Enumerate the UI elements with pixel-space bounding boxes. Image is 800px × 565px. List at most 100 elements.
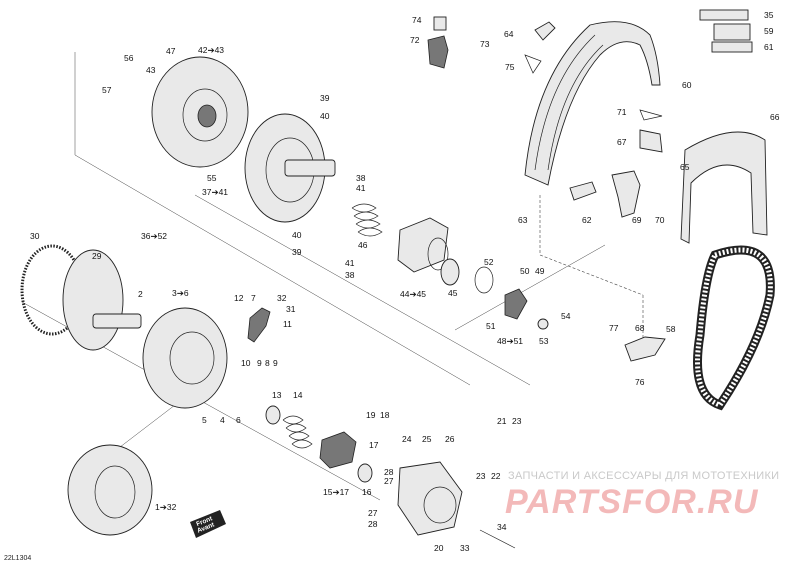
callout-c30: 30 — [30, 231, 40, 241]
callout-c70: 70 — [655, 215, 665, 225]
callout-c55: 55 — [207, 173, 217, 183]
spider-assembly — [142, 307, 228, 409]
callout-c38b: 38 — [345, 270, 355, 280]
callout-c44-45: 44➔45 — [400, 289, 426, 299]
callout-c36-52: 36➔52 — [141, 231, 167, 241]
callout-c72: 72 — [410, 35, 420, 45]
callout-c32a: 32 — [277, 293, 287, 303]
callout-c25: 25 — [422, 434, 432, 444]
callout-c45: 45 — [448, 288, 458, 298]
guard-bracket — [569, 109, 663, 218]
callout-c27a: 27 — [384, 476, 394, 486]
callout-c42-43: 42➔43 — [198, 45, 224, 55]
governor-cup — [319, 431, 373, 483]
callout-c39b: 39 — [292, 247, 302, 257]
cam — [397, 217, 449, 273]
callout-c61: 61 — [764, 42, 774, 52]
callout-c51: 51 — [486, 321, 496, 331]
callout-c41a: 41 — [356, 183, 366, 193]
callout-c76: 76 — [635, 377, 645, 387]
drive-pulley-assembly — [67, 444, 153, 536]
callout-c7: 7 — [251, 293, 256, 303]
top-clips — [427, 16, 556, 74]
callout-c3-6: 3➔6 — [172, 288, 189, 298]
watermark-logo: PARTSFOR.RU — [505, 483, 759, 521]
callout-c15-17: 15➔17 — [323, 487, 349, 497]
callout-c28a: 28 — [384, 467, 394, 477]
front-marker: Front Avant — [190, 510, 226, 538]
figure-code: 22L1304 — [4, 555, 32, 562]
callout-c16: 16 — [362, 487, 372, 497]
decal-labels — [699, 9, 753, 53]
drive-pulley-fixed-sheave — [62, 249, 142, 351]
callout-c57: 57 — [102, 85, 112, 95]
belt-guard-support — [624, 336, 666, 362]
callout-c71: 71 — [617, 107, 627, 117]
callout-c47: 47 — [166, 46, 176, 56]
callout-c33: 33 — [460, 543, 470, 553]
callout-c48-51: 48➔51 — [497, 336, 523, 346]
callout-c65: 65 — [680, 162, 690, 172]
sliding-sheave-housing — [397, 461, 463, 536]
callout-c77: 77 — [609, 323, 619, 333]
callout-c38a: 38 — [356, 173, 366, 183]
callout-c59: 59 — [764, 26, 774, 36]
drive-belt — [693, 245, 775, 411]
callout-c34: 34 — [497, 522, 507, 532]
callout-c28b: 28 — [368, 519, 378, 529]
pulley-bolt — [479, 529, 516, 549]
callout-c64: 64 — [504, 29, 514, 39]
belt-guard — [524, 21, 661, 186]
callout-c17: 17 — [369, 440, 379, 450]
callout-c5: 5 — [202, 415, 207, 425]
callout-c23a: 23 — [512, 416, 522, 426]
cam-spring — [351, 203, 383, 237]
callout-c41b: 41 — [345, 258, 355, 268]
callout-c13: 13 — [272, 390, 282, 400]
callout-c27b: 27 — [368, 508, 378, 518]
callout-c12: 12 — [234, 293, 244, 303]
callout-c6: 6 — [236, 415, 241, 425]
callout-c14: 14 — [293, 390, 303, 400]
callout-c40a: 40 — [320, 111, 330, 121]
callout-c62: 62 — [582, 215, 592, 225]
callout-c24: 24 — [402, 434, 412, 444]
callout-c4: 4 — [220, 415, 225, 425]
drive-spring — [265, 405, 313, 449]
callout-c46: 46 — [358, 240, 368, 250]
callout-c10: 10 — [241, 358, 251, 368]
callout-c26: 26 — [445, 434, 455, 444]
callout-c74: 74 — [412, 15, 422, 25]
callout-c9b: 9 — [273, 358, 278, 368]
callout-c22: 22 — [491, 471, 501, 481]
callout-c66: 66 — [770, 112, 780, 122]
callout-c39a: 39 — [320, 93, 330, 103]
driven-pulley-sheave — [151, 56, 249, 168]
callout-c31: 31 — [286, 304, 296, 314]
watermark-tagline: ЗАПЧАСТИ И АКСЕССУАРЫ ДЛЯ МОТОТЕХНИКИ — [508, 470, 780, 482]
washers-right — [440, 258, 549, 330]
callout-c68: 68 — [635, 323, 645, 333]
callout-c37-41: 37➔41 — [202, 187, 228, 197]
callout-c35: 35 — [764, 10, 774, 20]
callout-c54: 54 — [561, 311, 571, 321]
callout-c73: 73 — [480, 39, 490, 49]
callout-c20: 20 — [434, 543, 444, 553]
callout-c53: 53 — [539, 336, 549, 346]
callout-c50: 50 — [520, 266, 530, 276]
callout-c23b: 23 — [476, 471, 486, 481]
callout-c67: 67 — [617, 137, 627, 147]
roller-arm — [247, 307, 271, 343]
callout-c58: 58 — [666, 324, 676, 334]
callout-c60: 60 — [682, 80, 692, 90]
callout-c11: 11 — [283, 319, 292, 329]
callout-c2: 2 — [138, 289, 143, 299]
callout-c1-32: 1➔32 — [155, 502, 177, 512]
callout-c63: 63 — [518, 215, 528, 225]
callout-c75: 75 — [505, 62, 515, 72]
fixed-sheave — [244, 113, 336, 223]
callout-c40b: 40 — [292, 230, 302, 240]
